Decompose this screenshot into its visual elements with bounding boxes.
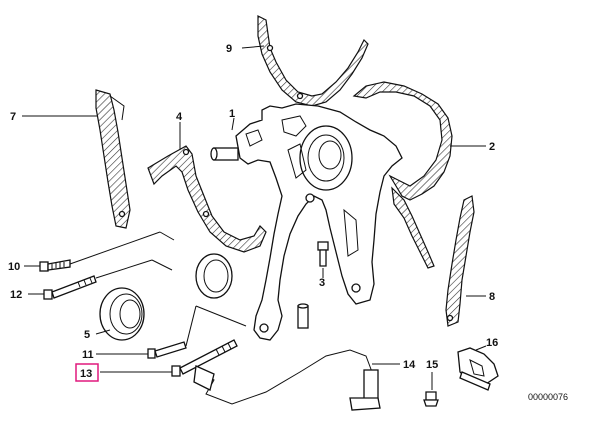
gasket-part-2 bbox=[352, 81, 453, 269]
callout-4[interactable]: 4 bbox=[176, 111, 183, 123]
bolt-part-10 bbox=[39, 259, 71, 272]
callout-10[interactable]: 10 bbox=[8, 261, 20, 273]
bolt-part-13 bbox=[171, 339, 238, 377]
callout-14[interactable]: 14 bbox=[403, 359, 416, 371]
sleeve bbox=[297, 303, 309, 329]
gasket-part-8 bbox=[445, 195, 475, 327]
callout-12[interactable]: 12 bbox=[10, 289, 22, 301]
callout-15[interactable]: 15 bbox=[426, 359, 438, 371]
callout-16[interactable]: 16 bbox=[486, 337, 498, 349]
gasket-part-7 bbox=[95, 89, 131, 229]
callout-7[interactable]: 7 bbox=[10, 111, 16, 123]
callout-9[interactable]: 9 bbox=[226, 43, 232, 55]
gasket-part-9 bbox=[257, 15, 369, 107]
bolt-part-3 bbox=[317, 241, 329, 267]
callout-1[interactable]: 1 bbox=[229, 108, 235, 120]
sensor-part-14 bbox=[193, 349, 381, 411]
callout-8[interactable]: 8 bbox=[489, 291, 495, 303]
callout-11[interactable]: 11 bbox=[82, 349, 94, 361]
clip-part-16 bbox=[457, 347, 499, 391]
screw-part-15 bbox=[423, 391, 439, 407]
leader-lines bbox=[22, 45, 487, 390]
callout-3[interactable]: 3 bbox=[319, 277, 325, 289]
seal-part-5 bbox=[99, 287, 145, 341]
callout-5[interactable]: 5 bbox=[84, 329, 90, 341]
bolt-part-12 bbox=[43, 275, 97, 300]
bolt-part-11 bbox=[147, 341, 187, 359]
callout-13[interactable]: 13 bbox=[80, 368, 92, 380]
gasket-part-4 bbox=[147, 145, 267, 253]
highlight-box-13 bbox=[75, 363, 99, 382]
callout-2[interactable]: 2 bbox=[489, 141, 495, 153]
seal-inner bbox=[195, 253, 233, 299]
timing-cover-part-1 bbox=[210, 103, 403, 341]
diagram-code: 00000076 bbox=[528, 392, 568, 402]
